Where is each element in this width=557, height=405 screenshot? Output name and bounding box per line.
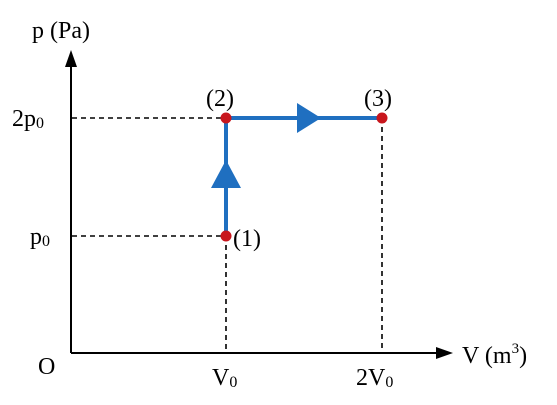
tick-p0-sub: 0 [42, 233, 50, 250]
tick-2p0-main: 2p [12, 106, 36, 132]
state-points [220, 112, 388, 242]
x-axis-label-exponent: 3 [512, 341, 520, 357]
state-3-point [376, 112, 388, 124]
x-axis-arrowhead [436, 347, 453, 359]
tick-v0-sub: 0 [229, 374, 237, 391]
state-1-point [220, 230, 232, 242]
tick-2v0-main: 2V [356, 365, 386, 391]
tick-2v0-sub: 0 [385, 374, 393, 391]
state-3-label: (3) [364, 86, 392, 112]
state-2-point [220, 112, 232, 124]
y-axis-arrowhead [65, 50, 77, 67]
tick-2p0: 2p0 [12, 106, 44, 132]
tick-v0-main: V [212, 365, 230, 391]
guide-lines [72, 117, 383, 353]
state-2-label: (2) [206, 86, 234, 112]
tick-2p0-sub: 0 [36, 115, 44, 132]
origin-label: O [38, 354, 55, 380]
tick-p0: p0 [30, 224, 50, 250]
state-1-label: (1) [233, 226, 261, 252]
rightward-direction-arrow [297, 103, 321, 133]
process-line [224, 116, 382, 236]
tick-2v0: 2V0 [356, 365, 393, 391]
tick-p0-main: p [30, 224, 42, 250]
x-axis-label-close: ) [519, 343, 527, 369]
process-path [211, 103, 382, 236]
axes [65, 50, 453, 359]
upward-direction-arrow [211, 160, 241, 188]
tick-v0: V0 [212, 365, 237, 391]
x-axis-label: V (m3) [462, 341, 527, 369]
x-axis-label-main: V (m [462, 343, 512, 369]
y-axis-label: p (Pa) [32, 18, 90, 44]
